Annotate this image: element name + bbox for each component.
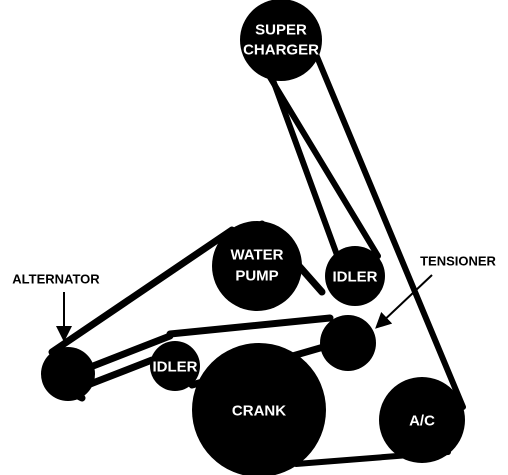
alternator-callout-label: ALTERNATOR [12,272,100,287]
crank-pulley [192,343,326,475]
ac-label: A/C [409,413,435,430]
supercharger-belt-inner [265,71,381,259]
tensioner-callout-arrow [375,274,433,329]
supercharger-label-line1: SUPER [255,22,307,39]
supercharger-belt [255,25,466,467]
water-pump-label-line1: WATER [230,247,283,264]
callouts: ALTERNATOR TENSIONER [12,254,497,342]
pulley-labels: SUPER CHARGER WATER PUMP IDLER IDLER CRA… [153,22,436,430]
tensioner-callout-label: TENSIONER [420,254,496,269]
alternator-pulley [41,347,95,401]
ac-pulley [379,377,465,463]
idler-lower-pulley [150,341,200,391]
supercharger-label-line2: CHARGER [243,42,319,59]
idler-upper-label: IDLER [333,269,378,286]
idler-lower-label: IDLER [153,359,198,376]
water-pump-label-line2: PUMP [235,268,278,285]
supercharger-pulley [240,0,322,81]
crank-label: CRANK [232,403,286,420]
tensioner-pulley [320,315,376,371]
water-pump-pulley [212,221,302,311]
pulleys [41,0,465,475]
idler-upper-pulley [325,246,385,306]
